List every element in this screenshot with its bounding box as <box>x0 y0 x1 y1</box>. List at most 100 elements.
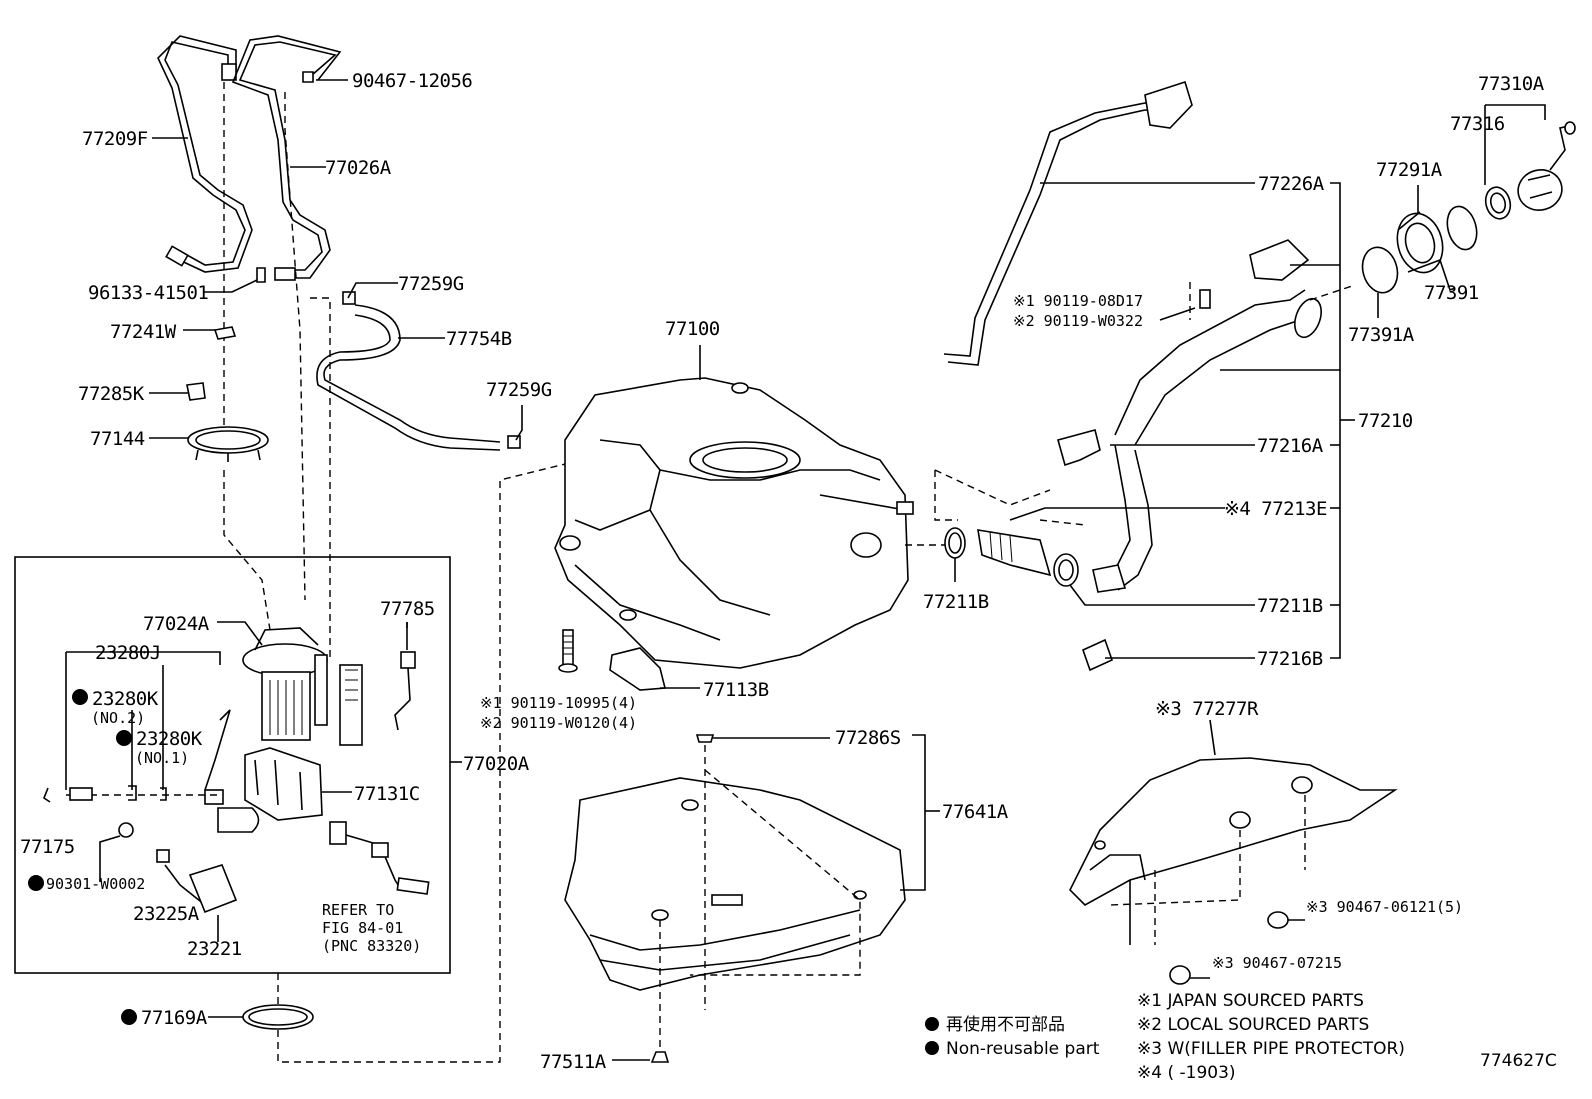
label-77175: 77175 <box>20 836 75 858</box>
bolt-90119-08D17 <box>1189 282 1211 320</box>
cap-gasket-77391A <box>1361 246 1399 294</box>
harness-refer <box>329 821 430 895</box>
gasket-77391 <box>1446 205 1478 251</box>
o-ring-90301-W0002 <box>99 822 134 882</box>
clip-96133-41501 <box>256 267 266 283</box>
clip-77241W <box>213 326 237 340</box>
label-77020A: 77020A <box>463 753 530 775</box>
label-77211B-right: 77211B <box>1257 595 1323 617</box>
protector-77641A <box>564 777 906 991</box>
non-reusable-mark <box>28 875 44 891</box>
fuel-sender-77785 <box>339 622 416 746</box>
clamp-77211B-right <box>1053 553 1079 587</box>
fuel-pump-module-77024A <box>242 627 328 741</box>
label-77211B-left: 77211B <box>923 591 989 613</box>
protector-clip <box>1249 239 1310 281</box>
hose-77754B <box>316 291 521 451</box>
label-77213E: ※4 77213E <box>1224 498 1327 520</box>
legend-en: Non-reusable part <box>946 1039 1100 1059</box>
label-77285K: 77285K <box>78 383 145 405</box>
label-77316: 77316 <box>1450 113 1505 135</box>
clip-77175 <box>43 787 51 803</box>
label-90467-06121: ※3 90467-06121(5) <box>1306 898 1463 916</box>
bracket-23280J <box>66 651 221 665</box>
fuel-line-77209F <box>157 35 253 273</box>
filter-23225A <box>156 849 206 906</box>
label-77511A: 77511A <box>540 1051 607 1073</box>
label-23221: 23221 <box>187 938 242 960</box>
non-reusable-mark <box>121 1009 137 1025</box>
clip-77286S <box>695 734 715 743</box>
leader-lines <box>149 79 1546 1061</box>
note-3: ※3 W(FILLER PIPE PROTECTOR) <box>1137 1039 1405 1059</box>
label-77754B: 77754B <box>446 328 512 350</box>
pump-bracket-77131C <box>244 747 323 821</box>
label-refer-1: REFER TO <box>322 901 394 919</box>
clip-77285K <box>186 382 206 401</box>
clip-77511A <box>650 1051 670 1063</box>
label-90119-W0322: ※2 90119-W0322 <box>1013 312 1143 330</box>
label-77291A: 77291A <box>1376 159 1443 181</box>
label-77259G-top: 77259G <box>398 273 464 295</box>
label-23280J: 23280J <box>95 642 161 664</box>
label-77391: 77391 <box>1424 282 1479 304</box>
label-no2: (NO.2) <box>91 709 145 727</box>
gasket-77169A <box>242 1004 314 1030</box>
hose-77213E <box>977 529 1052 577</box>
label-96133-41501: 96133-41501 <box>88 282 208 304</box>
fuel-line-77026A <box>231 35 342 281</box>
legend-jp: 再使用不可部品 <box>946 1014 1065 1035</box>
label-77216B: 77216B <box>1257 648 1323 670</box>
note-1: ※1 JAPAN SOURCED PARTS <box>1137 991 1364 1011</box>
filler-neck-77291A <box>1396 211 1444 274</box>
filler-pipe-protector-77277R <box>1069 757 1398 906</box>
legend-dot-en <box>925 1041 939 1055</box>
label-77216A: 77216A <box>1257 435 1324 457</box>
legend-dot-jp <box>925 1017 939 1031</box>
label-77241W: 77241W <box>110 321 177 343</box>
label-77259G-mid: 77259G <box>486 379 552 401</box>
label-90119-W0120: ※2 90119-W0120(4) <box>480 714 637 732</box>
clip-90467-12056 <box>302 71 314 83</box>
fuel-tank-77100 <box>554 377 914 669</box>
filler-pipe-77210 <box>1057 289 1322 672</box>
clamp-77211B-left <box>944 527 966 559</box>
non-reusable-mark <box>116 730 132 746</box>
clip-90467-06121 <box>1267 911 1289 929</box>
label-77100: 77100 <box>665 318 720 340</box>
clip-90467-07215 <box>1169 965 1191 985</box>
retainer-ring-77144 <box>187 426 269 462</box>
label-77391A: 77391A <box>1348 324 1415 346</box>
label-90301-W0002: 90301-W0002 <box>46 875 145 893</box>
bolt-90119 <box>558 629 578 673</box>
label-77024A: 77024A <box>143 613 210 635</box>
fuel-filter-23280J <box>204 709 260 833</box>
fuel-cap-77310A <box>1517 121 1576 211</box>
label-77131C: 77131C <box>354 783 420 805</box>
diagram-code: 774627C <box>1480 1051 1557 1071</box>
label-77785: 77785 <box>380 598 435 620</box>
label-refer-2: FIG 84-01 <box>322 919 403 937</box>
label-77310A: 77310A <box>1478 73 1545 95</box>
label-refer-3: (PNC 83320) <box>322 937 421 955</box>
label-77210: 77210 <box>1358 410 1413 432</box>
label-no1: (NO.1) <box>135 749 189 767</box>
label-77226A: 77226A <box>1258 173 1325 195</box>
breather-tube-77226A <box>943 80 1193 366</box>
label-23280K-no1: 23280K <box>136 728 203 750</box>
label-77209F: 77209F <box>82 128 148 150</box>
label-77277R: ※3 77277R <box>1155 698 1259 720</box>
note-2: ※2 LOCAL SOURCED PARTS <box>1137 1015 1369 1035</box>
label-77169A: 77169A <box>141 1007 208 1029</box>
label-90467-12056: 90467-12056 <box>352 70 472 92</box>
label-77144: 77144 <box>90 428 145 450</box>
label-90467-07215: ※3 90467-07215 <box>1212 954 1342 972</box>
fuel-pump-23221 <box>188 864 238 935</box>
label-90119-10995: ※1 90119-10995(4) <box>480 694 637 712</box>
note-4: ※4 ( -1903) <box>1137 1063 1236 1083</box>
label-77026A: 77026A <box>325 157 392 179</box>
label-23225A: 23225A <box>133 903 200 925</box>
label-23280K-no2: 23280K <box>92 688 159 710</box>
fuel-pump-assembly-box <box>14 556 451 974</box>
